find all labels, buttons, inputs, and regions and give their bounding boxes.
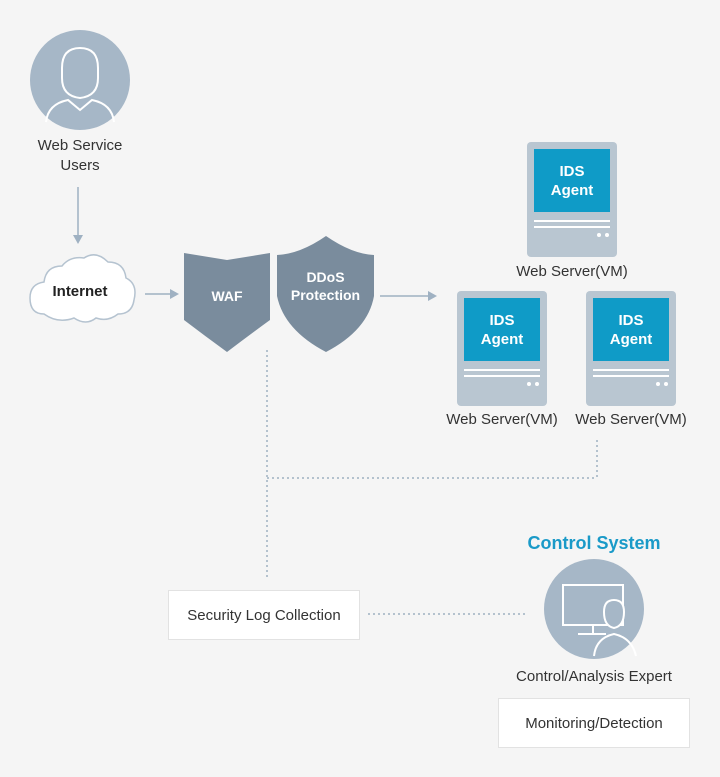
- server-vent-line: [593, 369, 669, 371]
- user-icon: [30, 30, 130, 130]
- arrow-users-to-internet: [73, 187, 83, 244]
- expert-label: Control/Analysis Expert: [516, 668, 672, 685]
- users-label: Web Service Users: [20, 136, 140, 176]
- server-vent-line: [593, 375, 669, 377]
- server-screen-line1: IDS: [618, 311, 644, 329]
- ddos-label: DDoS Protection: [277, 268, 374, 304]
- server-left-caption: Web Server(VM): [446, 411, 558, 428]
- server-led-dots: [656, 382, 668, 386]
- ddos-shield-icon: [277, 236, 374, 352]
- server-vent-line: [464, 375, 540, 377]
- control-system-title: Control System: [527, 533, 661, 553]
- security-log-collection-box: Security Log Collection: [168, 590, 360, 640]
- log-connector-lines: [266, 350, 598, 615]
- server-screen: IDS Agent: [534, 149, 610, 212]
- server-led-dots: [527, 382, 539, 386]
- server-vent-line: [534, 226, 610, 228]
- server-screen: IDS Agent: [593, 298, 669, 361]
- server-icon: IDS Agent: [457, 291, 547, 406]
- server-screen-line1: IDS: [489, 311, 515, 329]
- server-screen-line1: IDS: [559, 162, 585, 180]
- server-right-caption: Web Server(VM): [575, 411, 687, 428]
- waf-label: WAF: [211, 288, 243, 304]
- internet-label: Internet: [52, 283, 108, 300]
- arrow-protection-to-servers: [380, 291, 437, 301]
- arrow-internet-to-waf: [145, 289, 179, 299]
- server-icon: IDS Agent: [527, 142, 617, 257]
- ddos-label-line2: Protection: [290, 287, 361, 303]
- server-led-dots: [597, 233, 609, 237]
- ddos-label-line1: DDoS: [306, 269, 345, 285]
- users-label-line1: Web Service: [37, 137, 123, 154]
- server-vent-line: [464, 369, 540, 371]
- server-icon: IDS Agent: [586, 291, 676, 406]
- users-label-line2: Users: [60, 157, 100, 174]
- server-screen-line2: Agent: [550, 181, 594, 199]
- cloud-icon: [29, 254, 136, 323]
- server-screen-line2: Agent: [609, 330, 653, 348]
- server-vent-line: [534, 220, 610, 222]
- server-screen-line2: Agent: [480, 330, 524, 348]
- monitor-expert-icon: [544, 559, 644, 659]
- server-screen: IDS Agent: [464, 298, 540, 361]
- waf-shield-icon: [184, 253, 270, 352]
- monitoring-detection-box: Monitoring/Detection: [498, 698, 690, 748]
- server-top-caption: Web Server(VM): [516, 263, 628, 280]
